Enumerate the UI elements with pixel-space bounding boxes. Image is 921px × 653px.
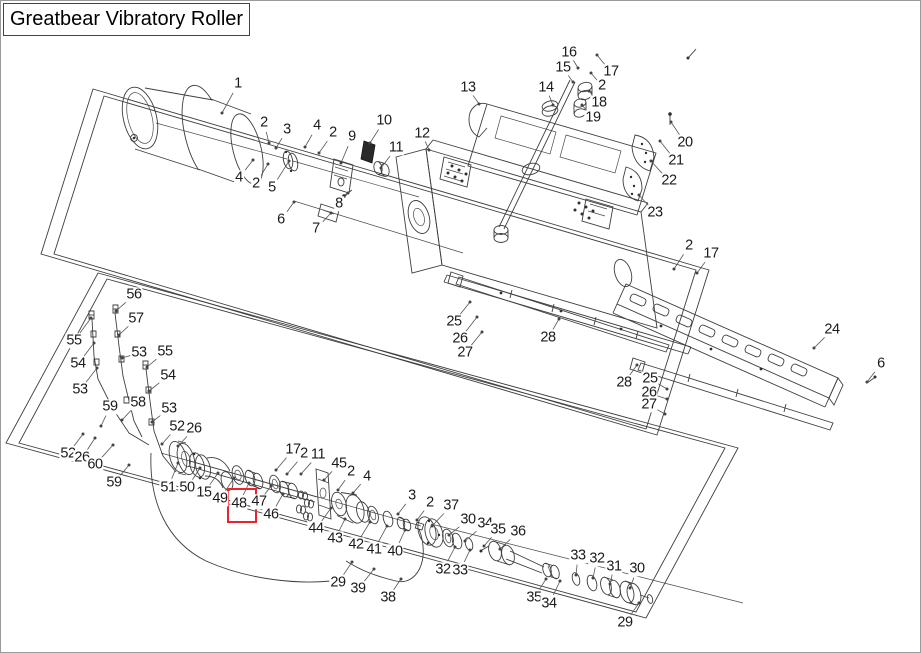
part-32-bearing-left xyxy=(450,532,463,550)
part-28-strip-upper xyxy=(448,272,669,352)
leader-lines xyxy=(74,53,875,615)
part-22-plate xyxy=(632,135,654,171)
title-box: Greatbear Vibratory Roller xyxy=(3,3,250,36)
part-23-plate xyxy=(623,167,642,201)
part-40-spacer xyxy=(396,516,412,531)
part-43-housing xyxy=(329,491,372,526)
part-12-main-frame xyxy=(396,140,691,354)
part-38-hose xyxy=(346,522,424,581)
part-5-flange xyxy=(282,150,300,173)
part-44-bolts xyxy=(297,491,314,521)
part-49-ring xyxy=(230,464,246,485)
highlight-box-48 xyxy=(227,488,257,523)
frame-outline-upper xyxy=(41,89,709,435)
part-46-bushing xyxy=(277,480,299,500)
part-48-bushing xyxy=(243,469,264,490)
part-30-ring-left xyxy=(441,528,456,548)
part-42-bearing xyxy=(366,505,381,525)
part-13-top-frame xyxy=(468,103,656,215)
part-59-hose xyxy=(151,453,331,582)
part-10-plate xyxy=(361,141,375,163)
part-24-rail xyxy=(613,284,877,407)
part-28-strip-lower xyxy=(630,358,833,430)
part-35-screw-left xyxy=(479,546,490,553)
part-37-hub xyxy=(415,515,446,550)
frame-outline-lower xyxy=(6,273,738,618)
part-32-bearing-right xyxy=(585,574,598,592)
part-14-19-shaft xyxy=(494,49,696,243)
grease-lines xyxy=(89,305,176,472)
part-36-coupler-shaft xyxy=(486,540,560,580)
part-1-drum xyxy=(116,83,269,187)
part-41-snapring xyxy=(381,510,394,528)
part-30-hub-right xyxy=(618,580,654,607)
part-51-hub xyxy=(166,439,198,476)
part-31-spacer xyxy=(599,576,623,599)
part-7-bracket xyxy=(318,204,339,222)
part-33-ring-right xyxy=(571,572,581,586)
page-title: Greatbear Vibratory Roller xyxy=(10,8,244,30)
